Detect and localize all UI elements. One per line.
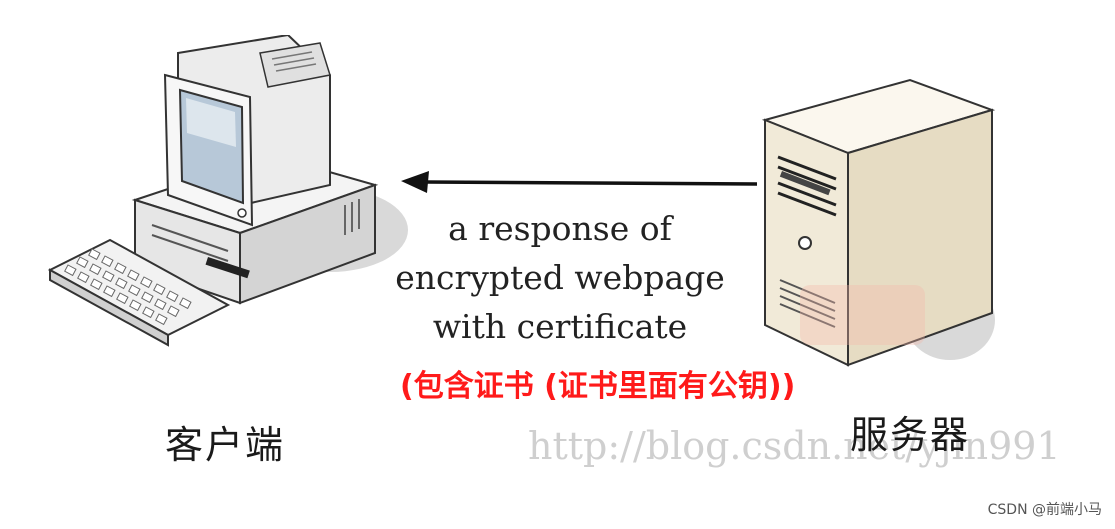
server-tower-icon <box>761 78 996 367</box>
caption-line-1: a response of <box>448 209 672 248</box>
certificate-note: (包含证书 (证书里面有公钥)) <box>400 369 796 404</box>
blog-url-watermark: http://blog.csdn.net/yjin991 <box>528 424 1061 468</box>
caption-line-3: with certificate <box>432 307 688 346</box>
caption-line-2: encrypted webpage <box>395 258 725 297</box>
csdn-credit-watermark: CSDN @前端小马 <box>987 502 1102 518</box>
client-label: 客户端 <box>165 423 286 467</box>
server-label: 服务器 <box>850 413 971 457</box>
response-arrow <box>401 171 758 193</box>
client-computer-icon <box>47 35 408 347</box>
